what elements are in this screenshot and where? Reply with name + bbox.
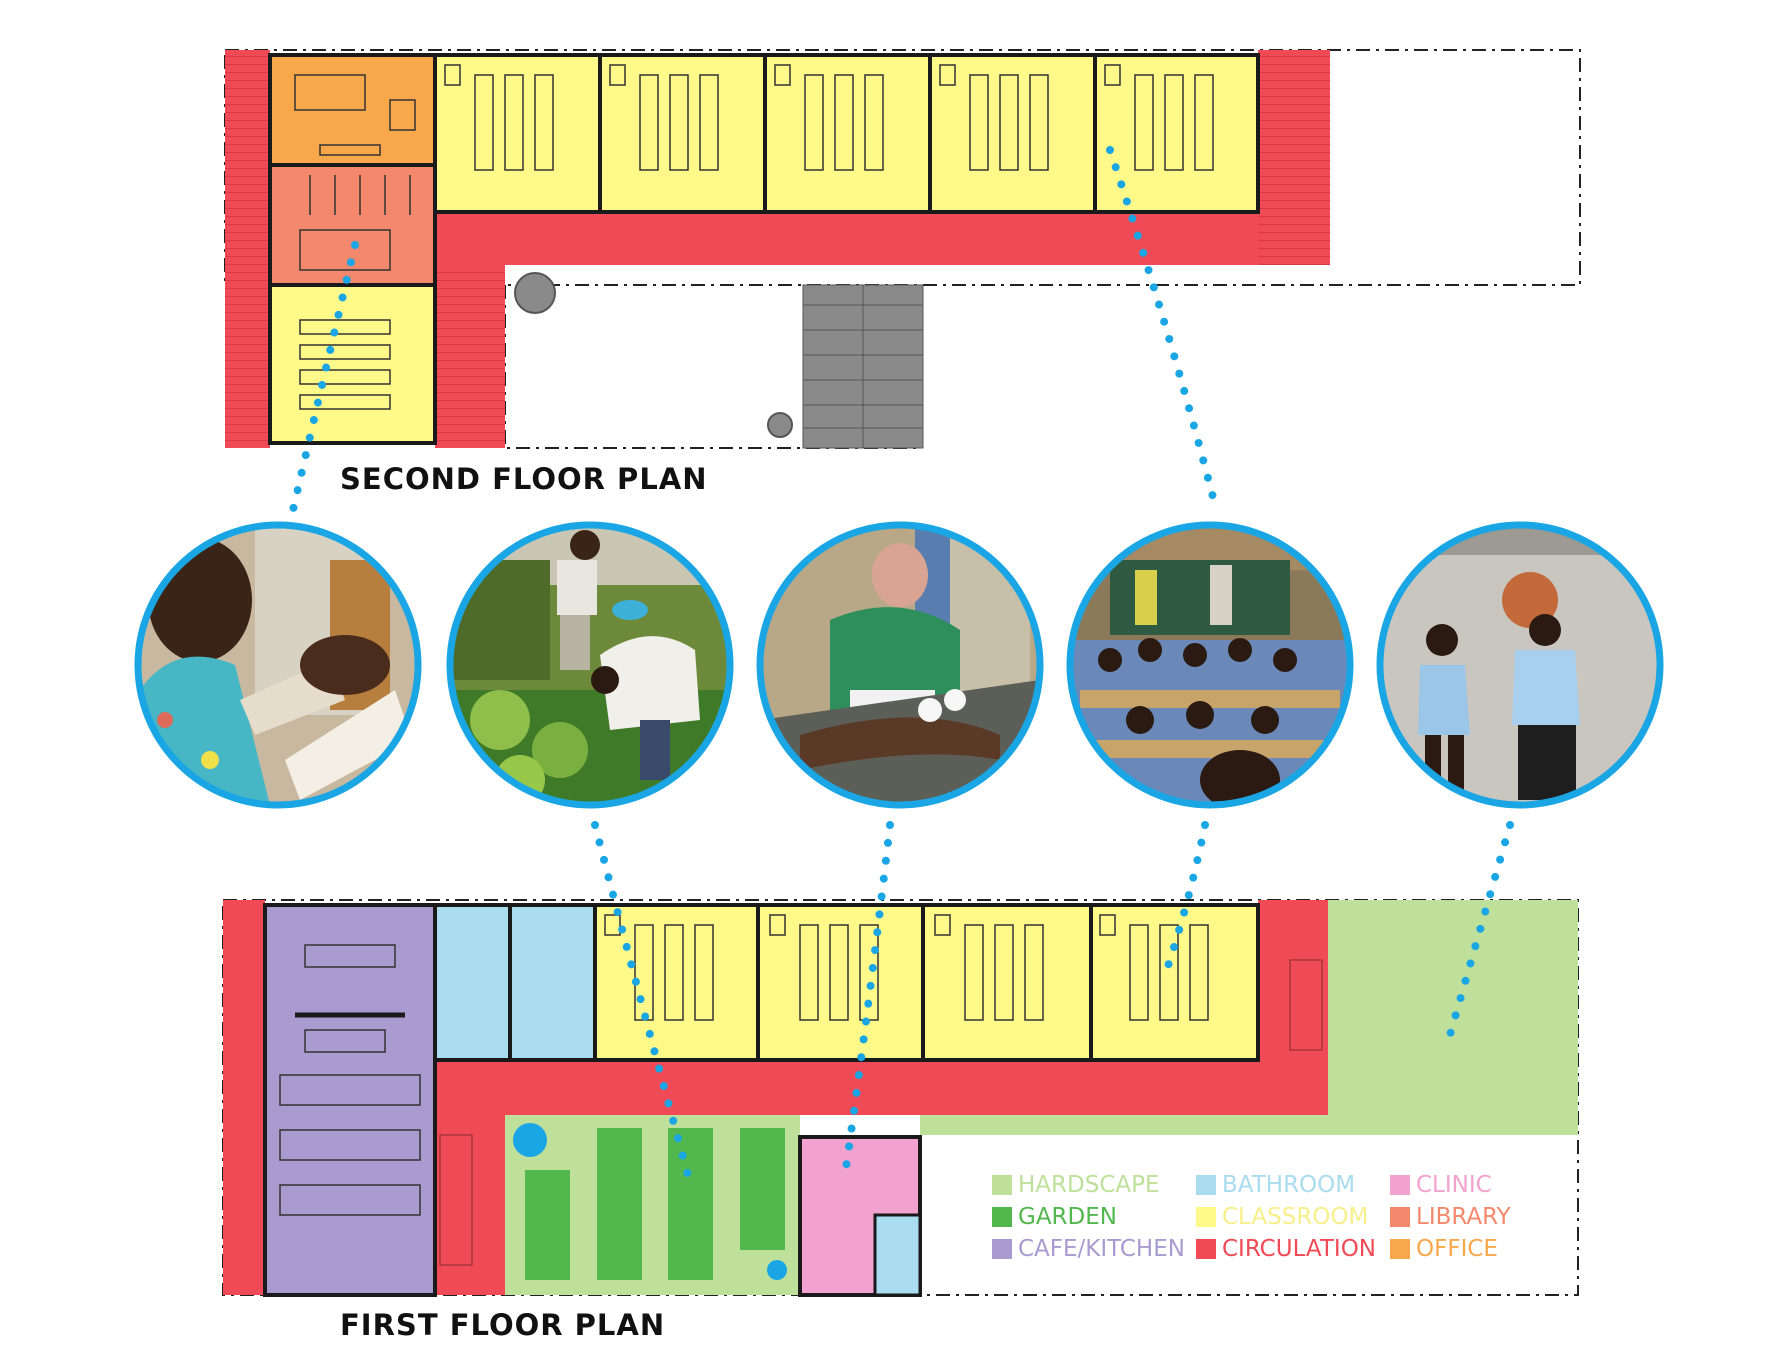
legend-item-office: OFFICE [1390, 1236, 1498, 1262]
connector-classroom-to-photo4 [1106, 146, 1219, 509]
garden-bed-4 [740, 1128, 785, 1250]
second-floor-tree-small [767, 412, 793, 438]
legend-label-clinic: CLINIC [1416, 1172, 1492, 1198]
photo-boys-basketball [1376, 521, 1664, 809]
legend-swatch-office [1390, 1239, 1410, 1259]
first-floor-classroom-2 [756, 903, 925, 1062]
second-floor-tree-large [514, 272, 556, 314]
legend-item-library: LIBRARY [1390, 1204, 1511, 1230]
connector-photo3-to-clinic [841, 821, 894, 1179]
connector-library-to-photo1 [289, 241, 359, 514]
second-floor-roof-stair [802, 284, 924, 449]
second-floor-desks [294, 64, 1214, 410]
photo-reading-child [134, 521, 422, 809]
second-floor-classroom-3 [763, 53, 932, 214]
legend-item-classroom: CLASSROOM [1196, 1204, 1368, 1230]
legend-label-hardscape: HARDSCAPE [1018, 1172, 1160, 1198]
cistern-small [767, 1260, 787, 1280]
second-floor-classroom-west [268, 283, 437, 445]
second-floor-circulation-corridor [435, 212, 1330, 265]
connector-photo4-to-classroom [1161, 821, 1209, 979]
cafe-tables [279, 944, 421, 1216]
legend-swatch-classroom [1196, 1207, 1216, 1227]
legend-swatch-circulation [1196, 1239, 1216, 1259]
connector-photo5-to-hardscape [1446, 821, 1514, 1039]
first-floor-bathroom-girls [508, 903, 597, 1062]
legend-swatch-cafe-kitchen [992, 1239, 1012, 1259]
photo-classroom-students [1066, 521, 1354, 809]
photo-clinic-treatment [756, 521, 1044, 809]
first-floor-plan-title: FIRST FLOOR PLAN [340, 1308, 666, 1342]
garden-bed-1 [525, 1170, 570, 1280]
first-floor-circulation-west [223, 900, 265, 1295]
first-floor-circulation-stair [435, 1115, 505, 1295]
legend-label-office: OFFICE [1416, 1236, 1498, 1262]
garden-bed-2 [597, 1128, 642, 1280]
first-floor-plan [222, 899, 1579, 1297]
garden-bed-3 [668, 1128, 713, 1280]
first-floor-classroom-3 [921, 903, 1093, 1062]
legend-swatch-clinic [1390, 1175, 1410, 1195]
legend-swatch-hardscape [992, 1175, 1012, 1195]
second-floor-plan [224, 49, 1581, 449]
second-floor-circulation-stair [435, 265, 505, 448]
legend-label-classroom: CLASSROOM [1222, 1204, 1369, 1230]
legend-label-garden: GARDEN [1018, 1204, 1117, 1230]
first-floor-circulation-corridor [435, 1060, 1328, 1115]
legend: HARDSCAPE GARDEN CAFE/KITCHEN BATHROOM C… [992, 1172, 1552, 1272]
photo-garden-workers [446, 521, 734, 809]
first-floor-cafe-kitchen [263, 903, 437, 1297]
legend-item-clinic: CLINIC [1390, 1172, 1492, 1198]
cistern-large [513, 1123, 547, 1157]
connector-photo2-to-garden [591, 821, 692, 1179]
photo-circles [134, 521, 1664, 809]
legend-swatch-garden [992, 1207, 1012, 1227]
legend-label-cafe-kitchen: CAFE/KITCHEN [1018, 1236, 1185, 1262]
second-floor-classroom-4 [928, 53, 1097, 214]
first-floor-bathroom-boys [433, 903, 512, 1062]
first-floor-clinic-bathroom [873, 1213, 922, 1297]
legend-item-hardscape: HARDSCAPE [992, 1172, 1160, 1198]
legend-item-bathroom: BATHROOM [1196, 1172, 1355, 1198]
legend-label-circulation: CIRCULATION [1222, 1236, 1377, 1262]
legend-item-circulation: CIRCULATION [1196, 1236, 1376, 1262]
first-floor-classroom-4 [1089, 903, 1260, 1062]
second-floor-plan-title: SECOND FLOOR PLAN [340, 462, 708, 496]
first-floor-circulation-east [1258, 900, 1328, 1060]
second-floor-circulation-west [225, 50, 270, 448]
legend-label-library: LIBRARY [1416, 1204, 1511, 1230]
connectors [289, 146, 1514, 1179]
legend-swatch-bathroom [1196, 1175, 1216, 1195]
legend-label-bathroom: BATHROOM [1222, 1172, 1356, 1198]
legend-item-cafe-kitchen: CAFE/KITCHEN [992, 1236, 1185, 1262]
legend-item-garden: GARDEN [992, 1204, 1117, 1230]
legend-swatch-library [1390, 1207, 1410, 1227]
second-floor-circulation-east [1258, 50, 1330, 265]
